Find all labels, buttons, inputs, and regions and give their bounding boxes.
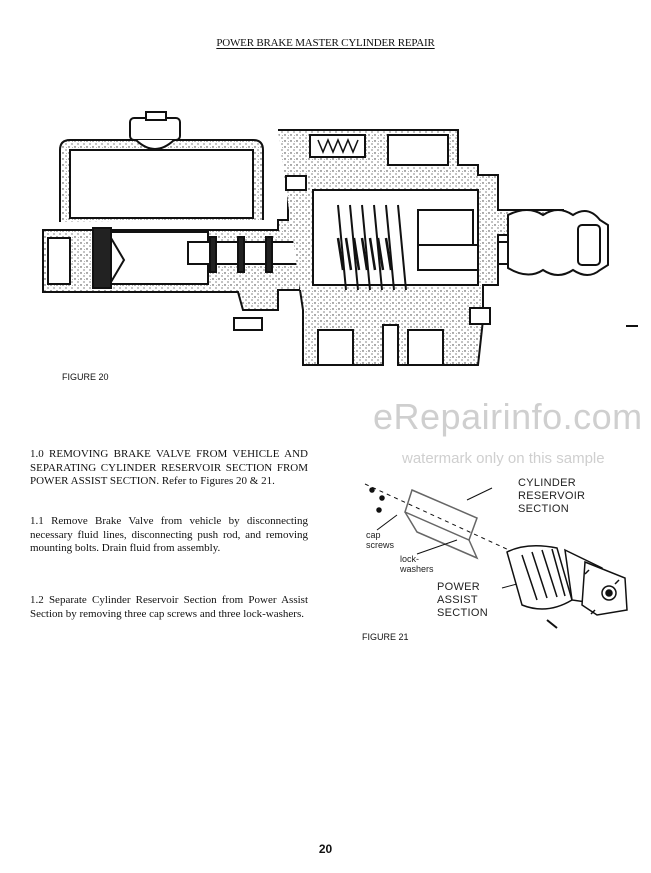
label-washers-line: washers [400,564,434,574]
label-section-line: SECTION [518,503,569,515]
label-cap-screws: cap screws [366,530,394,550]
label-power-assist-section: POWER ASSIST SECTION [437,581,488,620]
page-header: POWER BRAKE MASTER CYLINDER REPAIR [0,33,651,51]
page-number: 20 [318,842,333,856]
figure-21-caption: FIGURE 21 [362,632,409,642]
label-reservoir-line: RESERVOIR [518,490,586,502]
watermark-site: eRepairinfo.com [373,396,643,437]
label-lock-line: lock- [400,554,420,564]
header-title: POWER BRAKE MASTER CYLINDER REPAIR [216,37,435,49]
label-assist-line: ASSIST [437,594,478,606]
label-screws-line: screws [366,540,395,550]
label-cylinder-reservoir-section: CYLINDER RESERVOIR SECTION [518,477,585,516]
figure-20-master-cylinder-cross-section [42,111,638,366]
paragraph-1-0: 1.0 REMOVING BRAKE VALVE FROM VEHICLE AN… [30,448,308,487]
label-cylinder-line: CYLINDER [518,477,577,489]
label-lock-washers: lock- washers [400,554,434,574]
paragraph-1-2: 1.2 Separate Cylinder Reservoir Section … [30,594,308,620]
watermark-note: watermark only on this sample [402,450,605,467]
label-cap-line: cap [366,530,381,540]
paragraph-1-1: 1.1 Remove Brake Valve from vehicle by d… [30,515,308,554]
figure-21-exploded-assembly [364,483,628,629]
label-section-line-2: SECTION [437,607,488,619]
label-power-line: POWER [437,581,481,593]
figure-20-caption: FIGURE 20 [62,372,109,382]
